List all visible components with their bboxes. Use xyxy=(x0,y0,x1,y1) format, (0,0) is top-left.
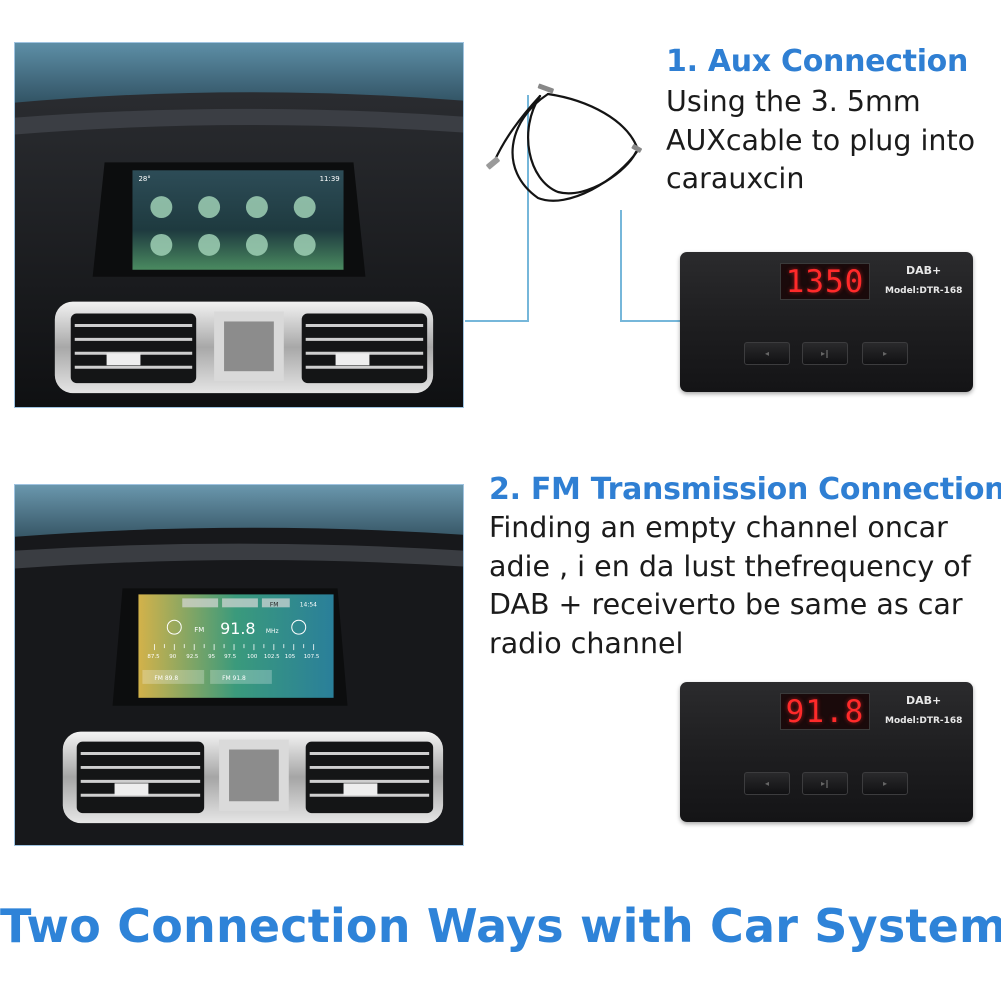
play-pause-icon: ▸‖ xyxy=(820,779,829,788)
car-dashboard-photo-fm: FM 14:54 FM 91.8 MHz 87.5 90 92.5 95 97.… xyxy=(14,484,464,846)
fm-description-line: adie , i en da lust thefrequency of xyxy=(489,549,971,583)
device-brand-label: DAB+ xyxy=(906,694,942,707)
device-prev-button[interactable]: ◂ xyxy=(744,342,790,365)
fm-scale-tick: 90 xyxy=(169,654,176,660)
device-brand-label: DAB+ xyxy=(906,264,942,277)
fm-scale-tick: 105 xyxy=(285,654,295,660)
dab-receiver-device-fm: 91.8 DAB+ Model:DTR-168 ◂ ▸‖ ▸ xyxy=(680,682,973,822)
device-model-label: Model:DTR-168 xyxy=(885,716,963,726)
device-lcd-display: 1350 xyxy=(780,263,870,300)
aux-connection-heading: 1. Aux Connection xyxy=(666,44,969,79)
fm-description-line: radio channel xyxy=(489,626,684,660)
fm-screen-unit: MHz xyxy=(266,628,279,635)
connector-line-aux-horizontal xyxy=(465,320,529,322)
aux-description-line: AUXcable to plug into xyxy=(666,123,976,157)
fm-scale-tick: 102.5 xyxy=(264,654,280,660)
fm-connection-description: Finding an empty channel oncar adie , i … xyxy=(489,509,971,663)
connector-line-device-vertical xyxy=(620,210,622,322)
page-title: Two Connection Ways with Car System xyxy=(0,899,1001,953)
fm-connection-heading: 2. FM Transmission Connection xyxy=(489,472,1001,507)
device-play-pause-button[interactable]: ▸‖ xyxy=(802,342,848,365)
fm-preset-2: FM 91.8 xyxy=(222,675,246,682)
fm-screen-time: 14:54 xyxy=(300,601,317,608)
prev-icon: ◂ xyxy=(764,779,769,788)
fm-screen-frequency: 91.8 xyxy=(220,619,255,638)
fm-screen-band: FM xyxy=(194,626,204,634)
dab-receiver-device-aux: 1350 DAB+ Model:DTR-168 ◂ ▸‖ ▸ xyxy=(680,252,973,392)
aux-description-line: carauxcin xyxy=(666,162,805,195)
fm-description-line: DAB + receiverto be same as car xyxy=(489,588,963,621)
play-pause-icon: ▸‖ xyxy=(820,349,829,358)
fm-description-line: Finding an empty channel oncar xyxy=(489,511,948,544)
aux-description-line: Using the 3. 5mm xyxy=(666,85,921,118)
connector-line-aux-vertical xyxy=(527,95,529,321)
car-dashboard-photo-aux: 28° 11:39 xyxy=(14,42,464,408)
top-screen-temp: 28° xyxy=(138,175,150,183)
fm-scale-tick: 95 xyxy=(208,654,215,660)
fm-scale-tick: 100 xyxy=(247,654,258,660)
fm-scale-tick: 87.5 xyxy=(147,654,159,660)
fm-scale-tick: 97.5 xyxy=(224,654,236,660)
aux-connection-description: Using the 3. 5mm AUXcable to plug into c… xyxy=(666,83,975,199)
device-lcd-display: 91.8 xyxy=(780,693,870,730)
fm-screen-band-tab: FM xyxy=(270,601,279,608)
device-prev-button[interactable]: ◂ xyxy=(744,772,790,795)
device-next-button[interactable]: ▸ xyxy=(862,342,908,365)
next-icon: ▸ xyxy=(882,349,887,358)
device-next-button[interactable]: ▸ xyxy=(862,772,908,795)
fm-scale-tick: 92.5 xyxy=(186,654,198,660)
fm-preset-1: FM 89.8 xyxy=(154,675,178,682)
next-icon: ▸ xyxy=(882,779,887,788)
device-play-pause-button[interactable]: ▸‖ xyxy=(802,772,848,795)
aux-cable-image xyxy=(486,83,642,202)
fm-scale-tick: 107.5 xyxy=(304,654,320,660)
connector-line-device-horizontal xyxy=(620,320,680,322)
prev-icon: ◂ xyxy=(764,349,769,358)
top-screen-time: 11:39 xyxy=(320,175,340,183)
device-model-label: Model:DTR-168 xyxy=(885,286,963,296)
